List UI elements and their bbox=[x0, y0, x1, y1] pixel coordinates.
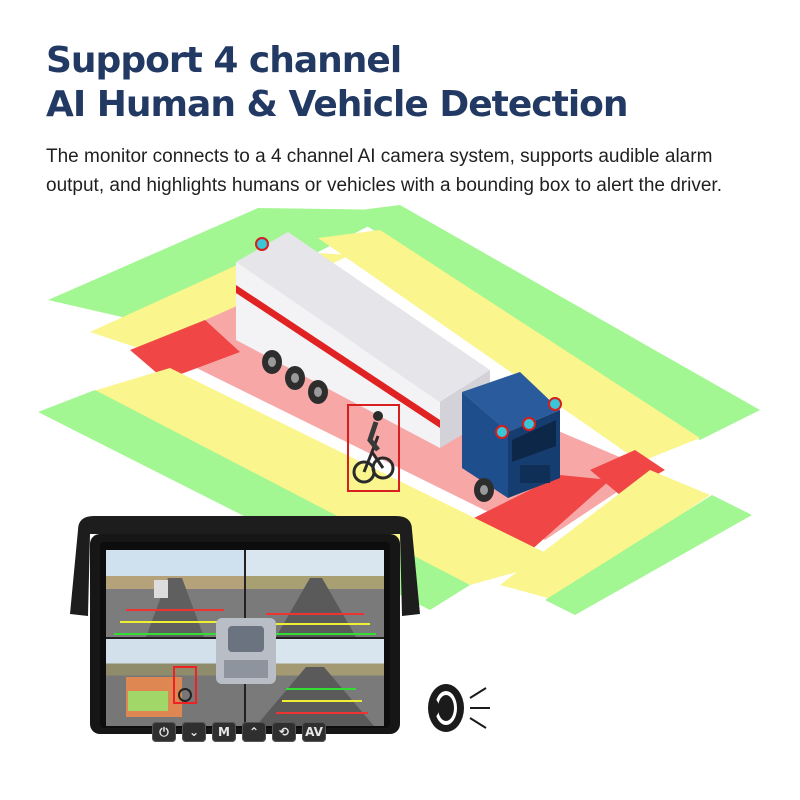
chevron-down-icon: ⌄ bbox=[188, 725, 200, 739]
cyclist bbox=[352, 411, 395, 484]
speaker-alarm-icon bbox=[428, 684, 490, 732]
camera-marker-front-center bbox=[522, 417, 536, 431]
camera-marker-rear bbox=[255, 237, 269, 251]
human-bounding-box bbox=[347, 404, 400, 492]
zone-green-bottom-right bbox=[545, 495, 752, 615]
camera-markers bbox=[255, 237, 562, 439]
camera-marker-front-left bbox=[495, 425, 509, 439]
headline: Support 4 channel AI Human & Vehicle Det… bbox=[46, 38, 629, 128]
power-icon: ⏻ bbox=[159, 724, 169, 739]
zone-red-dark-rear bbox=[130, 320, 240, 380]
zone-yellow-bottom-right bbox=[500, 470, 710, 600]
av-button-label: AV bbox=[305, 725, 323, 739]
monitor: ⏻ ⌄ M ⌃ ⟲ AV bbox=[70, 516, 420, 752]
zone-yellow-bottom bbox=[90, 368, 560, 585]
menu-button-label: M bbox=[218, 725, 230, 739]
zone-green-left bbox=[48, 208, 400, 328]
camera-marker-front-right bbox=[548, 397, 562, 411]
truck-cab bbox=[462, 372, 560, 502]
down-button[interactable]: ⌄ bbox=[182, 722, 206, 742]
rotate-button[interactable]: ⟲ bbox=[272, 722, 296, 742]
av-button[interactable]: AV bbox=[302, 722, 326, 742]
truck-trailer bbox=[236, 232, 490, 448]
rotate-icon: ⟲ bbox=[278, 725, 290, 739]
menu-button[interactable]: M bbox=[212, 722, 236, 742]
truck-overlay-icon bbox=[216, 618, 276, 684]
headline-line-2: AI Human & Vehicle Detection bbox=[46, 84, 629, 125]
up-button[interactable]: ⌃ bbox=[242, 722, 266, 742]
zone-green-right bbox=[345, 205, 760, 440]
description: The monitor connects to a 4 channel AI c… bbox=[46, 146, 722, 196]
chevron-up-icon: ⌃ bbox=[248, 725, 260, 739]
monitor-buttons: ⏻ ⌄ M ⌃ ⟲ AV bbox=[152, 722, 326, 742]
power-button[interactable]: ⏻ bbox=[152, 722, 176, 742]
headline-line-1: Support 4 channel bbox=[46, 40, 402, 81]
zone-red-dark-right bbox=[590, 450, 665, 495]
camera-screen bbox=[106, 550, 384, 726]
zone-yellow-right bbox=[318, 230, 700, 462]
